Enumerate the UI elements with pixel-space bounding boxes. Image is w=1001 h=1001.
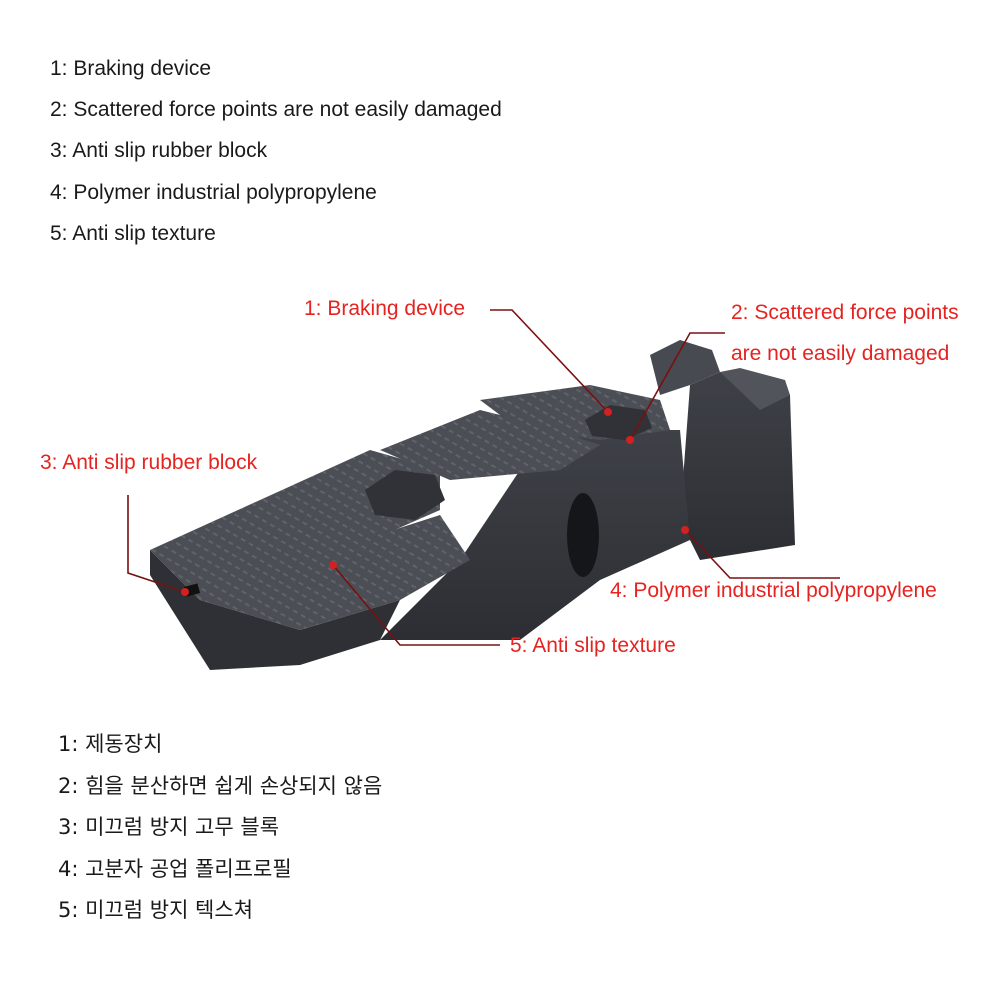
leader-dots: [181, 408, 689, 596]
korean-list-item-3: 3: 미끄럼 방지 고무 블록: [58, 815, 280, 839]
leader-line-2: [629, 332, 725, 441]
english-feature-list: 1: Braking device 2: Scattered force poi…: [50, 58, 502, 264]
english-list-item-2: 2: Scattered force points are not easily…: [50, 98, 502, 122]
callout-scattered-force-line1: 2: Scattered force points: [731, 301, 959, 324]
callout-braking-device: 1: Braking device: [304, 297, 466, 320]
leader-dot-5: [329, 561, 337, 569]
leader-dot-1: [604, 408, 612, 416]
leader-line-3: [127, 495, 186, 593]
hexagon-rubber-block-1: [365, 470, 445, 520]
leader-line-1: [490, 309, 609, 413]
ramp-top-surface-mid: [380, 410, 600, 480]
leader-dot-3: [181, 588, 189, 596]
leader-dot-2: [626, 436, 634, 444]
callout-scattered-force-line2: are not easily damaged: [731, 342, 950, 365]
callout-anti-slip-texture: 5: Anti slip texture: [510, 634, 676, 657]
ramp-side-wall: [380, 430, 690, 640]
ramp-front-face: [150, 550, 400, 670]
english-list-item-1: 1: Braking device: [50, 57, 212, 80]
leader-line-4: [684, 529, 840, 579]
korean-list-item-4: 4: 고분자 공업 폴리프로필: [58, 856, 292, 881]
english-list-item-3: 3: Anti slip rubber block: [50, 139, 268, 163]
leader-lines: [127, 309, 840, 646]
korean-list-item-5: 5: 미끄럼 방지 텍스쳐: [58, 898, 254, 922]
korean-list-item-2: 2: 힘을 분산하면 쉽게 손상되지 않음: [58, 773, 383, 798]
ramp-top-surface-slope: [150, 450, 440, 600]
ramp-handle-hole: [567, 493, 599, 577]
english-list-item-5: 5: Anti slip texture: [50, 221, 216, 245]
ramp-rear-cradle: [650, 340, 720, 395]
leader-dot-4: [681, 526, 689, 534]
english-list-item-4: 4: Polymer industrial polypropylene: [50, 180, 377, 204]
ramp-rear-block: [680, 372, 795, 560]
ramp-top-surface-front: [200, 515, 470, 630]
leader-line-5: [332, 564, 500, 646]
korean-list-item-1: 1: 제동장치: [58, 732, 163, 756]
callout-anti-slip-rubber-block: 3: Anti slip rubber block: [40, 451, 258, 474]
ramp-rear-cradle-right: [720, 368, 790, 410]
callout-polymer-polypropylene: 4: Polymer industrial polypropylene: [610, 579, 937, 602]
korean-feature-list: 1: 제동장치 2: 힘을 분산하면 쉽게 손상되지 않음 3: 미끄럼 방지 …: [58, 734, 382, 942]
